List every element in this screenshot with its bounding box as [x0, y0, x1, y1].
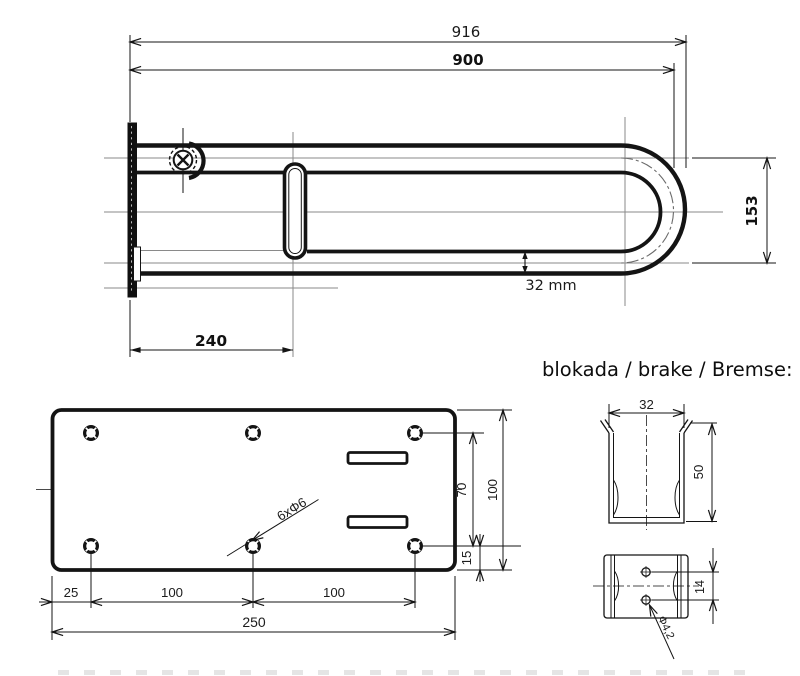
plate-slot-bottom [346, 515, 409, 529]
plan-view: 916 900 153 32 mm 240 [104, 23, 776, 357]
dim-240-label: 240 [195, 332, 228, 350]
brake-section: blokada / brake / Bremse: 32 50 [542, 358, 793, 660]
dim-100r-label: 100 [485, 479, 500, 501]
side-left-detent [614, 570, 620, 602]
clip-left-detent [613, 479, 619, 516]
brake-title: blokada / brake / Bremse: [542, 358, 793, 381]
hinge-cap [188, 141, 206, 181]
screw-hole [407, 425, 424, 442]
dim-250-label: 250 [242, 614, 266, 630]
screw-hole [407, 537, 424, 554]
dim-100b-label: 100 [323, 585, 345, 600]
screw-hole [245, 425, 262, 442]
tube-outer-edge [137, 143, 688, 276]
screw-hole [245, 537, 262, 554]
dim-32-label: 32 [639, 397, 654, 412]
screw-cross [176, 153, 190, 167]
plate-slot-top [346, 451, 409, 465]
brake-clip-front-view: 32 50 [599, 397, 717, 530]
clip-right-detent [674, 479, 680, 516]
dim-916-label: 916 [452, 23, 481, 41]
hinge-assembly [168, 128, 206, 193]
dim-25-label: 25 [64, 585, 79, 600]
tube-centerline-arc [620, 157, 675, 264]
cropped-text-artifact [58, 670, 758, 675]
grab-bar-outline [137, 143, 688, 276]
grip-sleeve [282, 162, 308, 260]
tube-end-cap [133, 246, 141, 282]
plate-dimensions [39, 408, 508, 637]
holes-leader-line [250, 499, 319, 542]
plan-dimensions [128, 37, 772, 353]
clip-holes [640, 566, 652, 606]
dim-70-label: 70 [454, 483, 469, 498]
side-right-detent [672, 570, 678, 602]
screw-hole [82, 537, 99, 554]
dim-100a-label: 100 [161, 585, 183, 600]
hole-diameter-leader [648, 603, 675, 660]
screw-hole [82, 425, 99, 442]
dim-14-label: 14 [693, 580, 707, 594]
clip-right-lip [678, 419, 694, 434]
plate-view: 25 100 100 250 70 100 15 6xΦ6 [36, 408, 521, 640]
brake-clip-side-view: 14 Φ4,2 [593, 548, 719, 660]
dim-32mm-arrows [522, 251, 528, 274]
dim-50-label: 50 [691, 465, 706, 480]
plan-construction-lines [104, 117, 723, 357]
dim-15-label: 15 [459, 551, 474, 566]
plan-extension-lines [129, 35, 776, 357]
hinge-outer-circle [168, 145, 198, 175]
dim-153-label: 153 [743, 195, 761, 226]
mounting-plate [50, 408, 457, 572]
tube-inner-bottom-edge [307, 170, 663, 254]
dim-32mm-label: 32 mm [525, 278, 576, 294]
wall-flange [127, 122, 141, 298]
clip-left-lip [599, 419, 615, 434]
dim-900-label: 900 [452, 51, 483, 69]
